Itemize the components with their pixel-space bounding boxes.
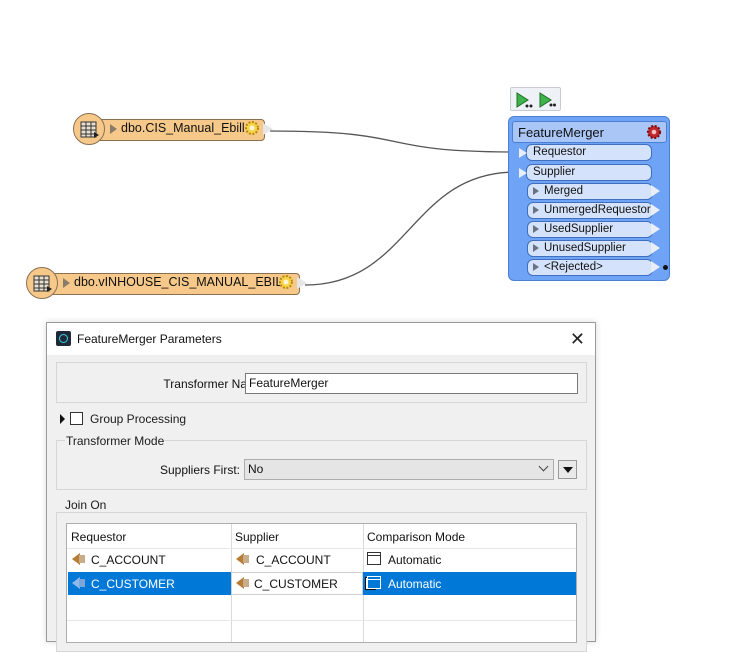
red-gear-icon[interactable] [646,124,662,143]
run-buttons [510,87,561,111]
run-to-this-icon[interactable] [515,91,533,112]
connection-lines [269,130,517,286]
comparison-mode-icon [367,576,381,589]
reader-node-2[interactable]: dbo.vINHOUSE_CIS_MANUAL_EBILL [26,267,308,299]
transformer-name-input[interactable]: FeatureMerger [245,373,578,394]
run-from-this-icon[interactable] [538,91,556,112]
close-icon[interactable]: ✕ [569,329,585,349]
suppliers-first-label: Suppliers First: [159,463,240,477]
output-port-arrow[interactable] [651,185,660,197]
port-label: Requestor [533,146,587,158]
output-port-unmerged-requestor[interactable]: UnmergedRequestor [527,202,653,219]
output-port-arrow[interactable] [263,123,273,135]
expand-triangle-icon[interactable] [60,414,65,424]
connected-dot-icon [663,265,668,270]
table-row-1-requestor[interactable]: C_ACCOUNT [91,553,166,567]
header-divider [67,548,576,549]
table-row-1-mode[interactable]: Automatic [388,553,442,567]
feature-merger-parameters-dialog: FeatureMerger Parameters ✕ Transformer N… [46,322,596,652]
attribute-icon [72,553,85,566]
output-port-arrow[interactable] [651,261,660,273]
port-label: <Rejected> [544,261,603,273]
table-row-2-requestor[interactable]: C_CUSTOMER [91,577,175,591]
group-processing-label: Group Processing [90,412,187,426]
gear-icon[interactable] [278,274,294,293]
port-label: Supplier [533,166,576,178]
input-port-arrow[interactable] [519,148,527,158]
port-label: UsedSupplier [544,223,614,235]
port-label: Merged [544,185,583,197]
collapse-arrow-icon[interactable] [110,124,117,134]
table-icon [26,267,58,299]
table-row-2-supplier[interactable]: C_CUSTOMER [254,577,338,591]
output-port-used-supplier[interactable]: UsedSupplier [527,221,653,238]
gear-icon[interactable] [244,120,260,139]
output-port-merged[interactable]: Merged [527,183,653,200]
header-requestor[interactable]: Requestor [71,530,127,544]
table-icon [73,113,105,145]
dialog-titlebar[interactable]: FeatureMerger Parameters ✕ [47,323,595,355]
supplier-edit-cell[interactable] [231,572,363,595]
transformer-header[interactable]: FeatureMerger [512,121,667,143]
group-processing-checkbox[interactable] [70,412,83,425]
link-reader1-to-requestor [269,130,517,153]
reader-node-1[interactable]: dbo.CIS_Manual_Ebill [73,113,273,145]
transformer-name-group: Transformer Name: FeatureMerger [56,362,587,403]
reader-name: dbo.vINHOUSE_CIS_MANUAL_EBILL [74,275,290,289]
join-on-table: Requestor Supplier Comparison Mode C_ACC… [66,523,577,643]
output-port-arrow[interactable] [651,242,660,254]
app-icon [56,331,71,346]
join-on-label: Join On [65,498,107,512]
table-row-1-supplier[interactable]: C_ACCOUNT [256,553,331,567]
value-options-button[interactable] [558,460,577,479]
suppliers-first-value: No [248,462,264,476]
expand-arrow-icon[interactable] [533,225,539,233]
attribute-icon [236,553,249,566]
dialog-title: FeatureMerger Parameters [77,332,222,346]
transformer-mode-label: Transformer Mode [65,434,166,448]
transformer-title: FeatureMerger [518,125,604,140]
collapse-arrow-icon[interactable] [63,278,70,288]
output-port-unused-supplier[interactable]: UnusedSupplier [527,240,653,257]
attribute-icon [72,577,85,590]
reader-name: dbo.CIS_Manual_Ebill [121,121,245,135]
output-port-rejected[interactable]: <Rejected> [527,259,653,276]
expand-arrow-icon[interactable] [533,263,539,271]
row-divider [67,620,576,621]
port-label: UnmergedRequestor [544,204,651,216]
link-reader2-to-supplier [304,171,517,286]
input-port-arrow[interactable] [519,168,527,178]
feature-merger-transformer[interactable]: FeatureMerger Requestor Supplier Merged … [508,116,670,281]
port-label: UnusedSupplier [544,242,626,254]
suppliers-first-select[interactable]: No [244,459,554,480]
header-comparison-mode[interactable]: Comparison Mode [367,530,466,544]
expand-arrow-icon[interactable] [533,206,539,214]
input-port-requestor[interactable]: Requestor [526,144,652,161]
header-supplier[interactable]: Supplier [235,530,280,544]
table-row-2-mode[interactable]: Automatic [388,577,442,591]
output-port-arrow[interactable] [651,223,660,235]
attribute-icon [236,577,249,590]
input-port-supplier[interactable]: Supplier [526,164,652,181]
output-port-arrow[interactable] [651,204,660,216]
output-port-arrow[interactable] [297,277,307,289]
expand-arrow-icon[interactable] [533,187,539,195]
expand-arrow-icon[interactable] [533,244,539,252]
chevron-down-icon [538,461,549,472]
transformer-name-label: Transformer Name: [163,377,267,391]
comparison-mode-icon [367,552,381,565]
